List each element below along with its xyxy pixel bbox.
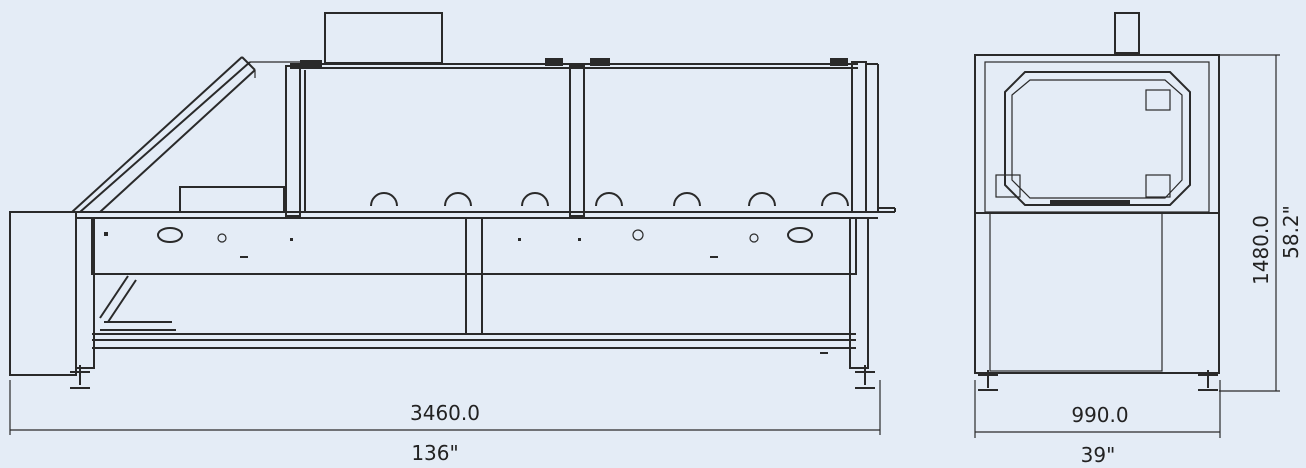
height-in-label: 58.2": [1279, 205, 1303, 259]
conveyor-humps: [370, 192, 849, 207]
height-mm-label: 1480.0: [1249, 215, 1273, 285]
upper-enclosure: [285, 58, 879, 217]
width-in-label: 39": [1081, 443, 1116, 467]
end-lower-cabinet: [974, 212, 1220, 374]
length-mm-label: 3460.0: [410, 401, 480, 425]
inner-frame: [1004, 71, 1191, 206]
length-dimension: [9, 380, 881, 435]
height-dimension: [1219, 54, 1280, 392]
inclined-chute: [71, 56, 300, 213]
side-box: [179, 186, 285, 213]
width-mm-label: 990.0: [1071, 403, 1128, 427]
main-table: [70, 207, 896, 389]
end-view: [974, 12, 1280, 438]
end-top-box: [1114, 12, 1140, 54]
center-leg: [465, 217, 483, 335]
length-in-label: 136": [411, 441, 458, 465]
width-dimension: [974, 380, 1221, 438]
left-end-block: [9, 211, 77, 376]
side-view: [9, 12, 896, 435]
top-box: [324, 12, 443, 64]
